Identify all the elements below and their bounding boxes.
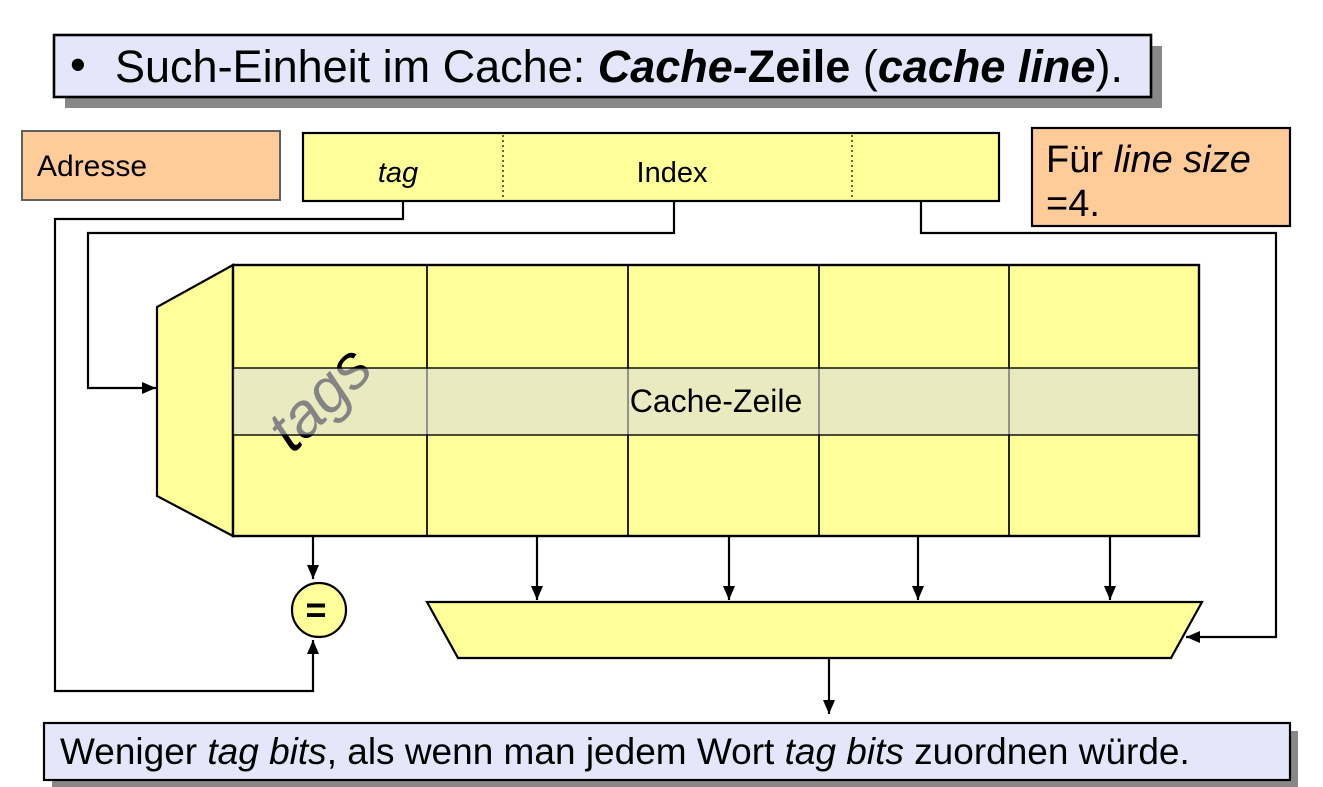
tags-hexagon — [155, 263, 235, 538]
tag-field-label: tag — [378, 157, 418, 189]
title-part-regular-3: ). — [1095, 41, 1123, 92]
wire-offset-to-mux-select — [919, 201, 1278, 643]
note-line1-regular: Für — [1046, 139, 1114, 181]
note-line1: Für line size — [1046, 139, 1251, 181]
comparator-circle — [290, 581, 348, 639]
note-line1-italic: line size — [1114, 139, 1251, 181]
footer-italic-2: tag bits — [785, 731, 904, 772]
cache-row-highlight — [232, 367, 1200, 436]
footer-text: Weniger tag bits, als wenn man jedem Wor… — [60, 731, 1190, 772]
title-part-bold-italic-1: Cache- — [598, 41, 748, 92]
wire-index-to-row-select — [86, 201, 676, 394]
comparator-equals: = — [305, 589, 326, 630]
footer-italic-1: tag bits — [207, 731, 326, 772]
index-field-label: Index — [637, 157, 708, 189]
mux-trapezoid — [425, 600, 1204, 660]
title-part-bold: Zeile — [748, 41, 851, 92]
title-part-bold-italic-2: cache line — [878, 41, 1096, 92]
title-part-regular-2: ( — [850, 41, 878, 92]
note-line2: =4. — [1046, 183, 1100, 225]
note-box — [1030, 126, 1292, 228]
adresse-label: Adresse — [37, 150, 147, 183]
title-text: Such-Einheit im Cache: Cache-Zeile (cach… — [115, 41, 1123, 92]
footer-banner — [42, 721, 1292, 782]
footer-part-3: zuordnen würde. — [904, 731, 1190, 772]
footer-part-1: Weniger — [60, 731, 207, 772]
address-bar — [301, 131, 1001, 203]
wire-tag-to-comparator — [53, 201, 405, 693]
title-banner — [52, 33, 1153, 99]
adresse-box — [21, 130, 281, 201]
title-part-regular-1: Such-Einheit im Cache: — [115, 41, 598, 92]
cache-row-label: Cache-Zeile — [630, 383, 803, 419]
footer-part-2: , als wenn man jedem Wort — [327, 731, 785, 772]
title-bullet: • — [70, 39, 86, 90]
